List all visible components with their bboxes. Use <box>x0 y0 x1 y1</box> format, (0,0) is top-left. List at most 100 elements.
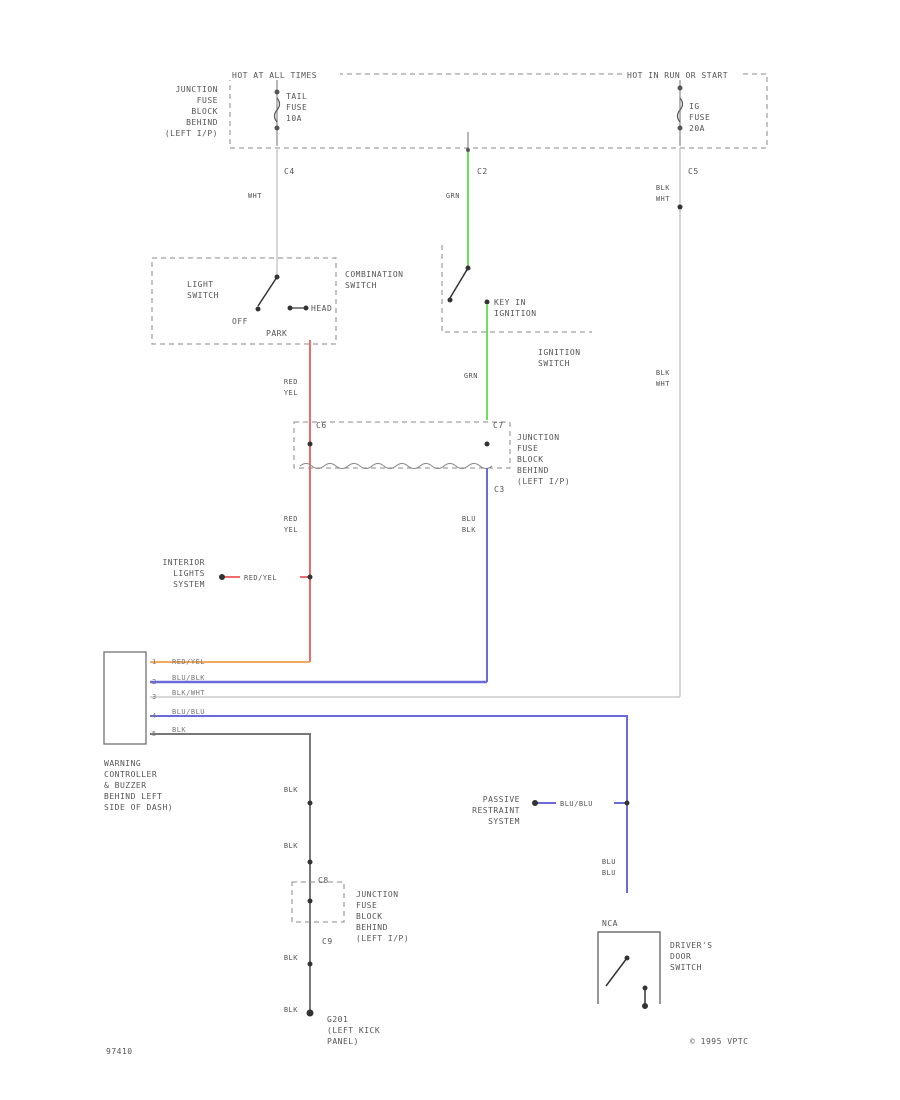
pin5-num: 5 <box>152 730 157 738</box>
low-block-label-4: BEHIND <box>356 923 388 932</box>
c8-label: C8 <box>318 876 329 885</box>
combination-switch-label-1: COMBINATION <box>345 270 403 279</box>
hot-always-bg <box>225 70 340 80</box>
park-label: PARK <box>266 329 287 338</box>
mid-block-label-5: (LEFT I/P) <box>517 477 570 486</box>
c2-node <box>466 148 470 152</box>
grn-wire-top-label: GRN <box>446 192 460 200</box>
hot-run-label: HOT IN RUN OR START <box>627 71 728 80</box>
ig-fuse-icon <box>676 97 684 123</box>
tail-fuse-label-3: 10A <box>286 114 302 123</box>
blk-wht-splice <box>677 204 683 210</box>
passive-label-2: RESTRAINT <box>472 806 520 815</box>
ig-fuse-label-2: FUSE <box>689 113 710 122</box>
low-block-label-2: FUSE <box>356 901 377 910</box>
red-yel-2-label-1: RED <box>284 515 298 523</box>
key-in-label-2: IGNITION <box>494 309 537 318</box>
head-label: HEAD <box>311 304 332 313</box>
ground-label-3: PANEL) <box>327 1037 359 1046</box>
tail-fuse-node-top <box>274 89 280 95</box>
interior-lights-label-2: LIGHTS <box>173 569 205 578</box>
ignition-switch-blade <box>449 267 469 299</box>
off-label: OFF <box>232 317 248 326</box>
interior-lights-arrow <box>219 574 225 580</box>
ground-label-2: (LEFT KICK <box>327 1026 380 1035</box>
light-switch-blade <box>257 276 278 307</box>
blk-splice-1 <box>307 800 313 806</box>
passive-restraint-arrow <box>532 800 538 806</box>
c7-label: C7 <box>493 421 504 430</box>
fuse-block-top-label-4: BEHIND <box>186 118 218 127</box>
blu-blk-label-2: BLK <box>462 526 476 534</box>
tail-fuse-icon <box>273 97 281 123</box>
hot-run-bg <box>622 70 742 80</box>
combination-switch-label-2: SWITCH <box>345 281 377 290</box>
mid-fuse-block-squiggle <box>299 463 493 469</box>
low-fuse-block-outline <box>291 881 345 923</box>
interior-lights-wire-label-bg <box>240 572 300 582</box>
blk-wht-mid-label-1: BLK <box>656 369 670 377</box>
pin2-num: 2 <box>152 678 157 686</box>
red-yel-2-label-2: YEL <box>284 526 298 534</box>
fuse-block-top-label-1: JUNCTION <box>175 85 218 94</box>
red-yel-1-label-2: YEL <box>284 389 298 397</box>
c5-label: C5 <box>688 167 699 176</box>
light-switch-label-1: LIGHT <box>187 280 214 289</box>
ig-fuse-label-1: IG <box>689 102 700 111</box>
door-switch-blade <box>605 957 628 987</box>
controller-label-5: SIDE OF DASH) <box>104 803 173 812</box>
ig-fuse-node-bot <box>677 125 683 131</box>
passive-label-1: PASSIVE <box>483 795 520 804</box>
blk-1-label: BLK <box>284 786 298 794</box>
mid-fuse-block-outline <box>293 421 511 469</box>
pin1-num: 1 <box>152 658 157 666</box>
blk-wht-top-label-2: WHT <box>656 195 670 203</box>
diagram-code: 97410 <box>106 1047 133 1056</box>
pin3-wire-label: BLK/WHT <box>172 689 205 697</box>
pin2-wire-label: BLU/BLK <box>172 674 205 682</box>
pin3-num: 3 <box>152 693 157 701</box>
ig-fuse-label-3: 20A <box>689 124 705 133</box>
passive-wire-label: BLU/BLU <box>560 800 593 808</box>
controller-pin5-wire <box>150 733 311 1012</box>
pin1-wire-label: RED/YEL <box>172 658 205 666</box>
mid-block-label-4: BEHIND <box>517 466 549 475</box>
mid-block-red-node <box>307 441 313 447</box>
blk-wht-mid-label-2: WHT <box>656 380 670 388</box>
tail-fuse-node-bot <box>274 125 280 131</box>
mid-block-label-2: FUSE <box>517 444 538 453</box>
fuse-block-top-label-5: (LEFT I/P) <box>165 129 218 138</box>
low-block-label-1: JUNCTION <box>356 890 399 899</box>
pin5-wire-label: BLK <box>172 726 186 734</box>
ground-label-1: G201 <box>327 1015 348 1024</box>
blk-splice-2 <box>307 859 313 865</box>
hot-always-label: HOT AT ALL TIMES <box>232 71 317 80</box>
blk-wht-top-label-1: BLK <box>656 184 670 192</box>
top-fuse-block-outline <box>229 73 768 149</box>
mid-block-blu-node <box>484 441 490 447</box>
door-switch-box <box>597 931 661 1004</box>
interior-lights-wire-label: RED/YEL <box>244 574 277 582</box>
blu-door-label-2: BLU <box>602 869 616 877</box>
pin4-wire-label: BLU/BLU <box>172 708 205 716</box>
door-switch-pin-label: NCA <box>602 919 618 928</box>
passive-wire-label-bg <box>556 798 614 808</box>
blk-4-label: BLK <box>284 1006 298 1014</box>
light-switch-label-2: SWITCH <box>187 291 219 300</box>
door-switch-label-2: DOOR <box>670 952 691 961</box>
fuse-block-top-label-2: FUSE <box>197 96 218 105</box>
interior-lights-label-1: INTERIOR <box>162 558 205 567</box>
blk-splice-3 <box>307 961 313 967</box>
blk-3-label: BLK <box>284 954 298 962</box>
ignition-switch-outline <box>441 245 592 333</box>
passive-label-3: SYSTEM <box>488 817 520 826</box>
door-switch-label-1: DRIVER'S <box>670 941 713 950</box>
key-in-label-1: KEY IN <box>494 298 526 307</box>
pin4-num: 4 <box>152 712 157 720</box>
ignition-switch-label-2: SWITCH <box>538 359 570 368</box>
controller-pin4-wire <box>150 715 628 893</box>
wht-wire-label: WHT <box>248 192 262 200</box>
controller-label-2: CONTROLLER <box>104 770 157 779</box>
door-switch-contact <box>642 985 648 991</box>
